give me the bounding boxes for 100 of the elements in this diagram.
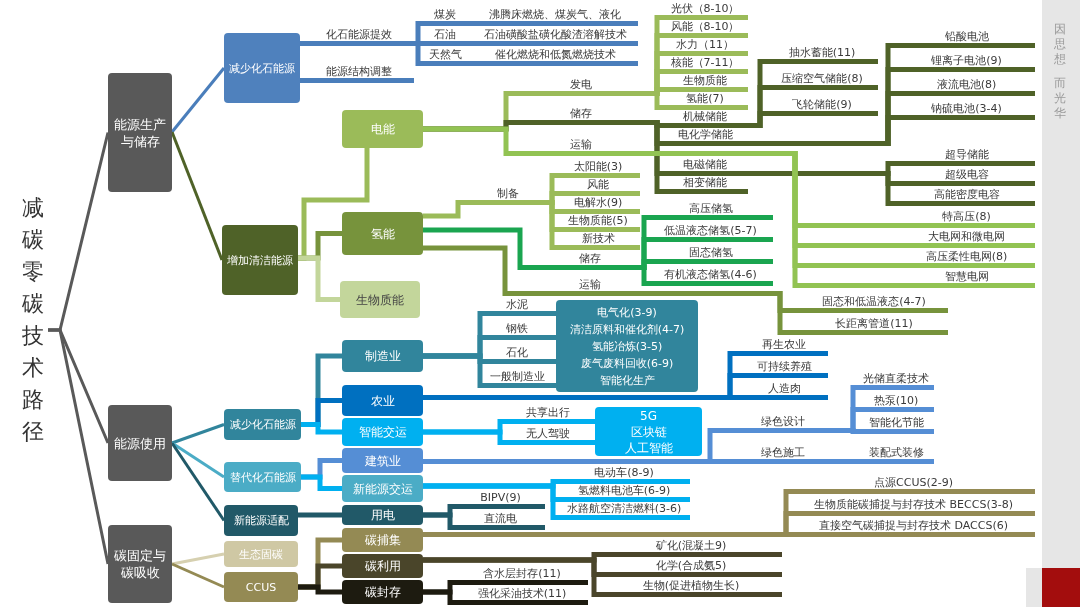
branch-label: 钢铁 bbox=[484, 322, 550, 340]
connector-line bbox=[298, 255, 340, 302]
branch-label: 电磁储能 bbox=[662, 158, 748, 176]
topic-box: 增加清洁能源 bbox=[222, 225, 298, 295]
branch-label: 含水层封存(11) bbox=[456, 567, 588, 585]
connector-line bbox=[171, 552, 225, 566]
branch-label: 铅酸电池 bbox=[898, 30, 1035, 48]
branch-label: 锂离子电池(9) bbox=[898, 54, 1035, 72]
connector-line bbox=[48, 328, 110, 565]
branch-label: 高能密度电容 bbox=[898, 188, 1035, 206]
connector-line bbox=[640, 265, 648, 286]
connector-line bbox=[467, 61, 473, 66]
branch-label: 特高压(8) bbox=[898, 210, 1035, 228]
topic-box: 氢能 bbox=[342, 212, 423, 255]
topic-box: 生态固碳 bbox=[224, 541, 298, 567]
connector-line bbox=[467, 41, 473, 46]
topic-box: 用电 bbox=[342, 505, 423, 525]
sidebar-motto: 而光华 bbox=[1053, 76, 1067, 121]
branch-label: 石化 bbox=[484, 346, 550, 364]
topic-box: CCUS bbox=[224, 572, 298, 602]
box-text: 电气化(3-9) bbox=[597, 304, 657, 321]
connector-line bbox=[652, 120, 662, 194]
branch-label: 智能化节能 bbox=[858, 416, 934, 434]
branch-label: 相变储能 bbox=[662, 176, 748, 194]
branch-label: 生物质能 bbox=[662, 74, 748, 92]
branch-label: 智慧电网 bbox=[898, 270, 1035, 288]
branch-label: 点源CCUS(2-9) bbox=[792, 476, 1035, 494]
connector-line bbox=[423, 429, 506, 445]
branch-label: 煤炭 bbox=[422, 8, 468, 26]
branch-label: 固态和低温液态(4-7) bbox=[800, 295, 948, 313]
branch-label: 一般制造业 bbox=[484, 370, 550, 388]
connector-line bbox=[414, 41, 422, 66]
topic-box: 农业 bbox=[342, 385, 423, 416]
branch-label: 水路航空清洁燃料(3-6) bbox=[558, 502, 690, 520]
branch-label: 共享出行 bbox=[506, 406, 590, 424]
topic-box: 减少化石能源 bbox=[224, 409, 301, 440]
box-text: 智能化生产 bbox=[599, 372, 655, 389]
topic-box: 新能源适配 bbox=[224, 505, 298, 536]
branch-label: 可持续养殖 bbox=[740, 360, 828, 378]
branch-label: 氢能(7) bbox=[662, 92, 748, 110]
sidebar-motto: 因思想 bbox=[1053, 22, 1067, 67]
connector-line bbox=[590, 440, 595, 445]
connector-line bbox=[423, 459, 716, 464]
branch-label: 热泵(10) bbox=[858, 394, 934, 412]
branch-label: 水力（11） bbox=[662, 38, 748, 56]
branch-label: 发电 bbox=[510, 78, 652, 96]
connector-line bbox=[301, 474, 342, 491]
connector-line bbox=[301, 422, 342, 435]
box-text: 区块链 bbox=[630, 423, 667, 440]
branch-label: 固态储氢 bbox=[648, 246, 773, 264]
branch-label: 矿化(混凝土9) bbox=[600, 539, 782, 557]
connector-line bbox=[423, 512, 456, 530]
topic-box: 新能源交运 bbox=[342, 475, 423, 502]
connector-line bbox=[423, 589, 456, 605]
branch-label: 水泥 bbox=[484, 298, 550, 316]
branch-label: 压缩空气储能(8) bbox=[766, 72, 878, 90]
branch-label: 直接空气碳捕捉与封存技术 DACCS(6) bbox=[792, 519, 1035, 537]
branch-label: 抽水蓄能(11) bbox=[766, 46, 878, 64]
branch-label: 石油磺酸盐磺化酸渣溶解技术 bbox=[472, 28, 638, 46]
root-label: 减碳零碳技术路径 bbox=[18, 192, 48, 448]
branch-label: 化学(合成氨5) bbox=[600, 559, 782, 577]
topic-box: 电能 bbox=[342, 110, 423, 148]
connector-line bbox=[170, 442, 226, 522]
box-text: 废气废料回收(6-9) bbox=[580, 355, 674, 372]
branch-label: 储存 bbox=[540, 252, 640, 270]
connector-line bbox=[170, 67, 226, 133]
branch-label: 化石能源提效 bbox=[304, 28, 414, 46]
branch-label: 人造肉 bbox=[740, 382, 828, 400]
box-text: 人工智能 bbox=[624, 439, 673, 456]
topic-box: 碳固定与碳吸收 bbox=[108, 525, 172, 603]
topic-box bbox=[556, 300, 698, 392]
branch-label: 装配式装修 bbox=[858, 446, 934, 464]
topic-box: 智能交运 bbox=[342, 418, 423, 446]
branch-label: 储存 bbox=[510, 107, 652, 125]
connector-line bbox=[640, 291, 800, 335]
branch-label: 超导储能 bbox=[898, 148, 1035, 166]
branch-label: 高压柔性电网(8) bbox=[898, 250, 1035, 268]
connector-line bbox=[550, 335, 556, 340]
branch-label: 绿色设计 bbox=[716, 415, 850, 433]
branch-label: 生物质能(5) bbox=[556, 214, 640, 232]
branch-label: 运输 bbox=[510, 138, 652, 156]
branch-label: 石油 bbox=[422, 28, 468, 46]
connector-line bbox=[548, 200, 556, 250]
branch-label: 直流电 bbox=[456, 512, 545, 530]
box-text: 氢能冶炼(3-5) bbox=[591, 338, 663, 355]
branch-label: 强化采油技术(11) bbox=[456, 587, 588, 605]
branch-label: 机械储能 bbox=[662, 110, 748, 128]
branch-label: 光储直柔技术 bbox=[858, 372, 934, 390]
branch-label: 高压储氢 bbox=[648, 202, 773, 220]
topic-box: 建筑业 bbox=[342, 448, 423, 473]
branch-label: BIPV(9) bbox=[456, 491, 545, 509]
connector-line bbox=[467, 21, 473, 26]
connector-line bbox=[550, 359, 556, 364]
branch-label: 长距离管道(11) bbox=[800, 317, 948, 335]
connector-line bbox=[550, 311, 556, 316]
topic-box: 碳捕集 bbox=[342, 528, 423, 552]
branch-label: 新技术 bbox=[556, 232, 640, 250]
branch-label: 风能（8-10） bbox=[662, 20, 748, 38]
connector-line bbox=[423, 126, 510, 156]
branch-label: 太阳能(3) bbox=[556, 160, 640, 178]
